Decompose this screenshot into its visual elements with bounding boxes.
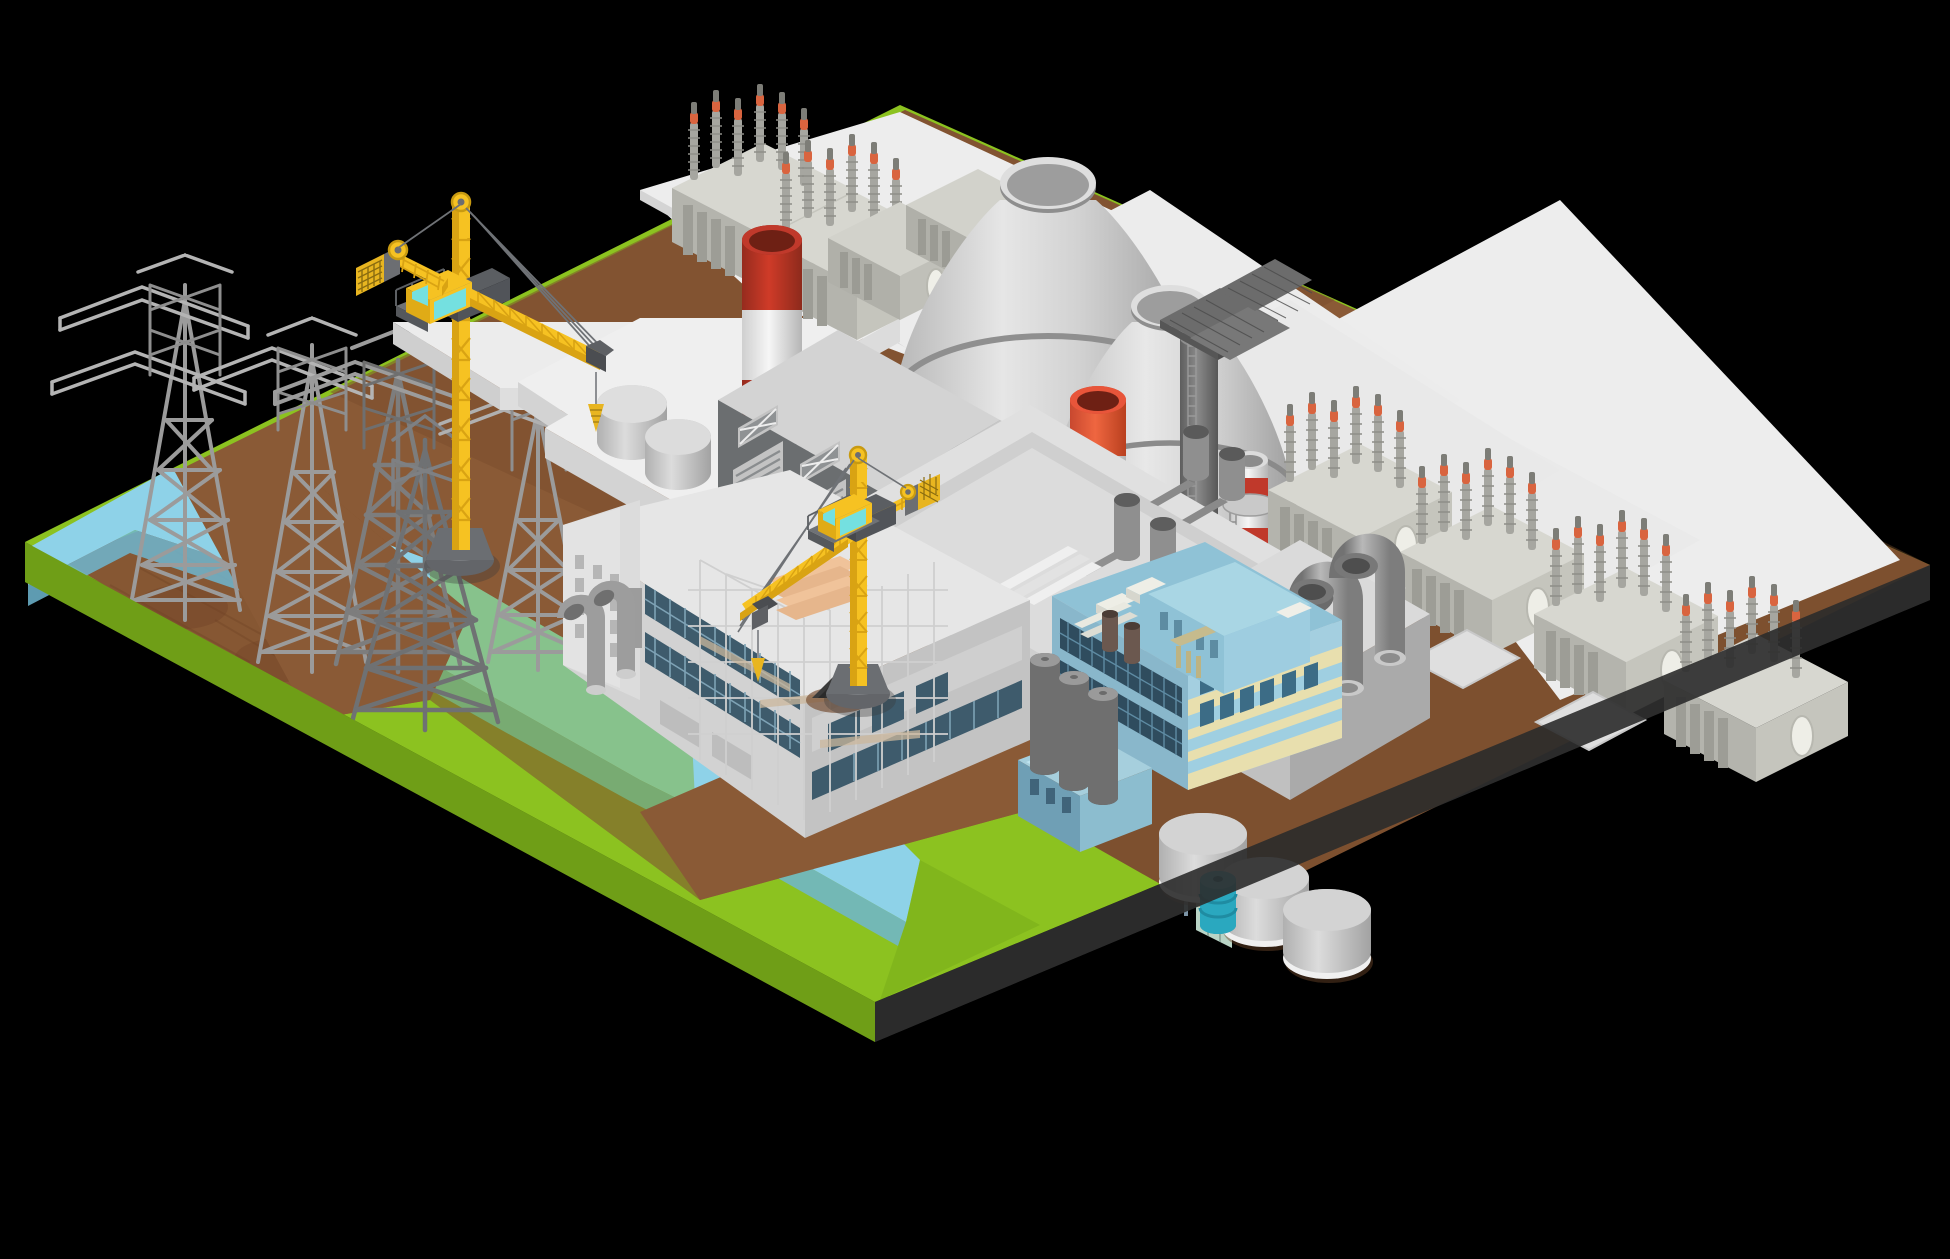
machine-hall-roof-chimneys: [1150, 425, 1245, 524]
annexe-stack-2: [1059, 671, 1089, 791]
roof-silo-2: [645, 419, 711, 490]
penthouse-canopy: [1170, 626, 1216, 646]
window-band-right: [812, 626, 1022, 800]
office-annexe: [1018, 653, 1152, 852]
transmission-tower-4: [349, 414, 501, 733]
crane-south-jib: [740, 530, 856, 682]
tower-crane-north: [356, 191, 614, 584]
annexe-stack-1: [1030, 653, 1060, 775]
office-roof-equipment: [1074, 577, 1166, 664]
soil-lobe-south: [640, 760, 1030, 900]
window-band-left: [644, 584, 801, 804]
tower-crane-south: [737, 445, 940, 717]
crane-south-apex: [848, 445, 868, 482]
outfall-pipes: [557, 580, 636, 695]
penthouse-vent: [1276, 602, 1312, 618]
crane-north-counter-jib: [356, 239, 448, 296]
crane-south-mast: [849, 452, 868, 686]
construction-building: [557, 470, 1030, 838]
transmission-tower-1: [50, 253, 250, 622]
grass-bank-shade: [880, 860, 1040, 1000]
river-water: [28, 470, 920, 922]
office-building: [1018, 542, 1342, 948]
transformer-unit-east-c: [1534, 510, 1718, 716]
crane-north-apex: [450, 191, 472, 238]
crane-south-cab: [807, 494, 896, 552]
solar-panel-array: [1160, 259, 1313, 360]
transmission-tower-2: [192, 316, 374, 674]
grass-mid-shade: [430, 560, 700, 900]
deck-pipe-stack: [1000, 546, 1102, 605]
terrain-front-edge: [25, 542, 1930, 1042]
storage-tank-3: [1283, 889, 1373, 983]
transformer-unit-east-b: [1400, 448, 1584, 654]
annexe-stack-3: [1088, 687, 1118, 805]
roof-vent-a: [1114, 493, 1140, 561]
crane-north-mast: [451, 200, 471, 550]
office-penthouse: [1148, 562, 1312, 694]
crane-north-jib: [466, 288, 614, 432]
pipe-bend-group: [1287, 533, 1406, 696]
crane-north-pendants: [397, 203, 607, 361]
